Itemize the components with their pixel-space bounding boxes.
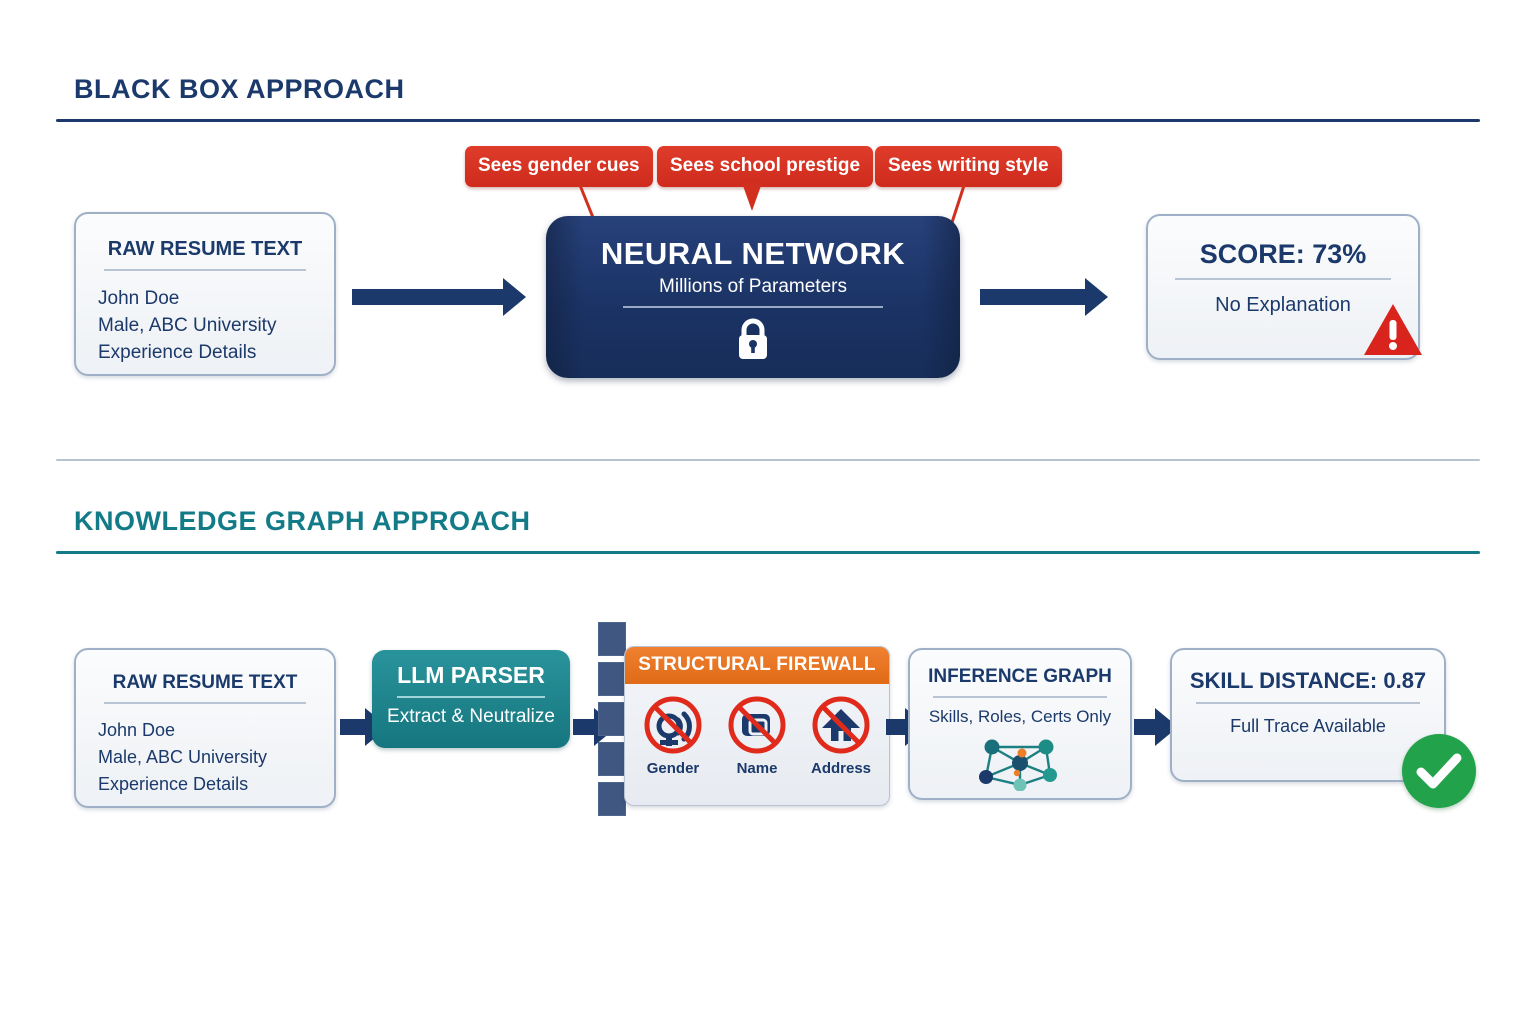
arrow-inference-to-result [1134,708,1178,746]
knowledge-graph-section-rule [56,551,1480,554]
raw-resume-title: RAW RESUME TEXT [112,672,298,693]
divider [623,306,883,308]
llm-parser-subtitle: Extract & Neutralize [387,706,555,727]
neural-network-box: NEURAL NETWORK Millions of Parameters [546,216,960,378]
neural-network-subtitle: Millions of Parameters [659,276,847,297]
skill-distance-title: SKILL DISTANCE: 0.87 [1189,668,1427,693]
score-subtitle: No Explanation [1215,294,1351,316]
blocked-name-label: Name [736,760,778,777]
score-title: SCORE: 73% [1199,239,1367,269]
arrow-network-to-score [980,278,1108,316]
no-gender-icon [642,694,704,756]
divider [933,696,1107,698]
resume-line: Experience Details [98,342,257,363]
resume-line: Male, ABC University [98,747,268,767]
llm-parser-title: LLM PARSER [397,662,545,688]
arrow-firewall-to-inference [886,708,928,746]
score-card: SCORE: 73% No Explanation [1146,214,1420,360]
blocked-address: Address [810,694,872,777]
section-separator [56,459,1480,461]
lock-icon [546,316,960,367]
skill-distance-subtitle: Full Trace Available [1230,716,1386,736]
arrow-resume-to-parser [340,708,388,746]
blocked-name: Name [726,694,788,777]
blocked-gender: Gender [642,694,704,777]
no-name-tag-icon [726,694,788,756]
warning-triangle-icon [1362,302,1424,358]
inference-graph-subtitle: Skills, Roles, Certs Only [928,707,1112,726]
arrow-resume-to-network [352,278,526,316]
llm-parser-box: LLM PARSER Extract & Neutralize [372,650,570,748]
structural-firewall-title: STRUCTURAL FIREWALL [625,647,889,684]
raw-resume-card-blackbox: RAW RESUME TEXT John Doe Male, ABC Unive… [74,212,336,376]
no-house-icon [810,694,872,756]
divider [104,269,306,271]
inference-graph-title: INFERENCE GRAPH [928,666,1112,687]
resume-line: Experience Details [98,774,249,794]
raw-resume-lines: John Doe Male, ABC University Experience… [98,717,334,798]
structural-firewall-panel: STRUCTURAL FIREWALL Gender [624,646,890,806]
callout-writing-style: Sees writing style [875,146,1062,187]
blocked-address-label: Address [810,760,872,777]
resume-line: Male, ABC University [98,315,277,336]
black-box-section-title: BLACK BOX APPROACH [74,74,405,104]
raw-resume-lines: John Doe Male, ABC University Experience… [98,285,334,366]
divider [104,702,306,704]
callout-tail-icon [742,183,762,211]
network-graph-icon [910,733,1130,796]
callout-school-prestige: Sees school prestige [657,146,874,187]
check-circle-icon [1402,734,1476,808]
divider [1196,702,1420,704]
raw-resume-title: RAW RESUME TEXT [107,238,303,260]
skill-distance-card: SKILL DISTANCE: 0.87 Full Trace Availabl… [1170,648,1446,782]
divider [1175,278,1391,280]
black-box-section-rule [56,119,1480,122]
callout-gender-cues: Sees gender cues [465,146,653,187]
resume-line: John Doe [98,720,176,740]
resume-line: John Doe [98,288,180,309]
knowledge-graph-section-title: KNOWLEDGE GRAPH APPROACH [74,506,531,536]
blocked-attributes-row: Gender Name Addr [625,684,889,777]
divider [397,696,545,698]
blocked-gender-label: Gender [646,760,700,777]
raw-resume-card-kg: RAW RESUME TEXT John Doe Male, ABC Unive… [74,648,336,808]
arrow-parser-to-firewall [573,708,617,746]
inference-graph-card: INFERENCE GRAPH Skills, Roles, Certs Onl… [908,648,1132,800]
firewall-wall-icon [598,622,626,818]
neural-network-title: NEURAL NETWORK [600,236,906,271]
